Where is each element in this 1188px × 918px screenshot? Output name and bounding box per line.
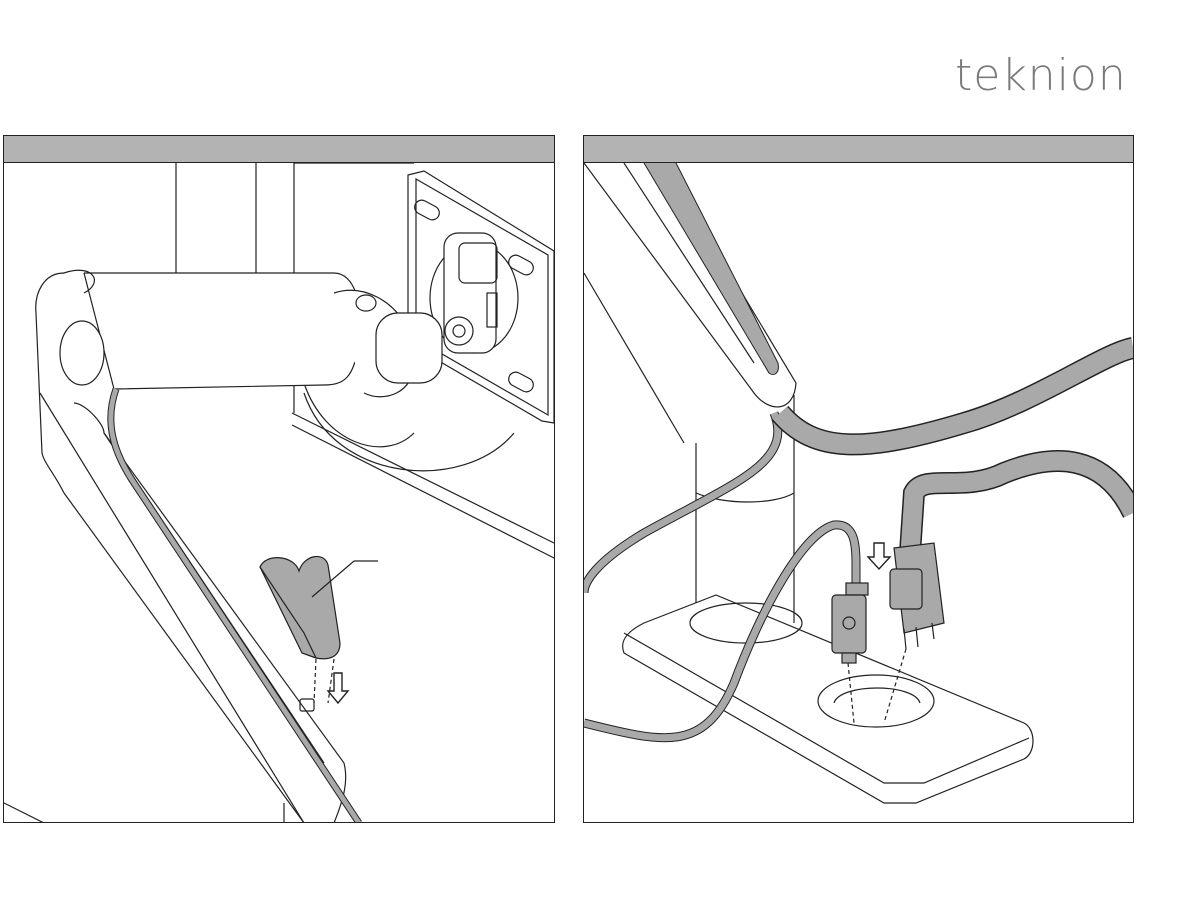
panel-header-right (584, 136, 1133, 163)
panel-header-left (4, 136, 554, 163)
instruction-panel-right (583, 135, 1134, 823)
brand-logo: teknion (955, 50, 1127, 101)
instruction-panel-left (3, 135, 555, 823)
illustration-cable-clip (4, 163, 554, 823)
illustration-power-plug (584, 163, 1133, 823)
